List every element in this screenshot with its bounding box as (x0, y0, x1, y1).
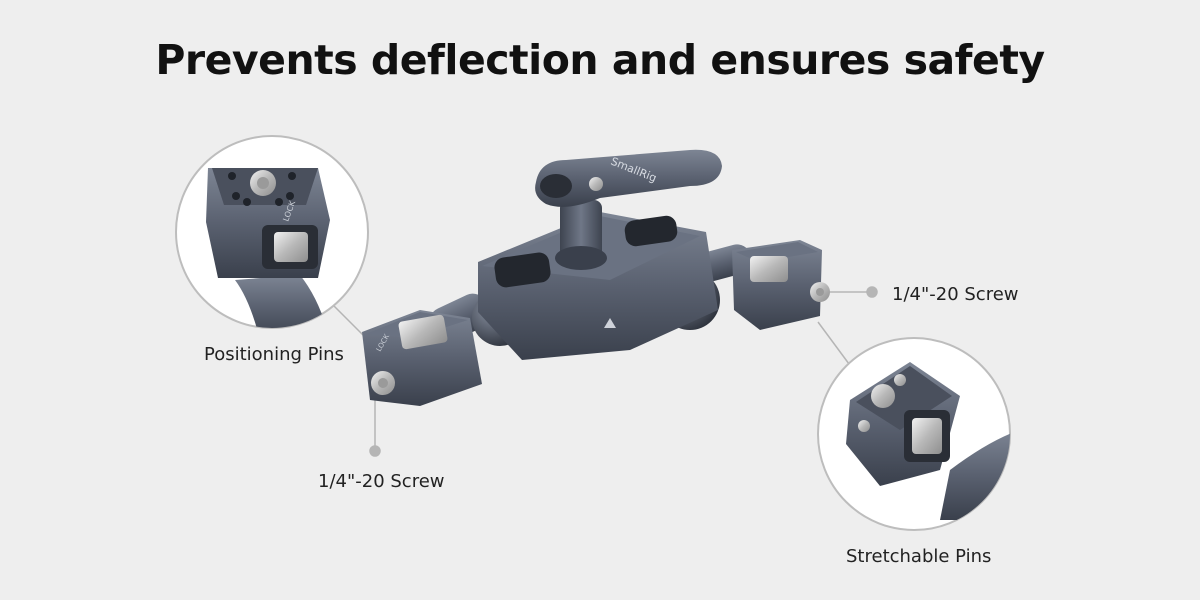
label-positioning-pins: Positioning Pins (204, 344, 344, 365)
label-stretchable-pins: Stretchable Pins (846, 546, 992, 567)
page-headline: Prevents deflection and ensures safety (155, 36, 1045, 84)
stretchable-pins-zoom (817, 337, 1011, 531)
magic-arm: SmallRig LOCK (362, 149, 830, 406)
leader-dot-screw-left (369, 445, 381, 457)
positioning-pins-zoom: LOCK (175, 135, 369, 329)
leader-lines (333, 286, 878, 457)
label-screw-right: 1/4"-20 Screw (892, 284, 1019, 305)
label-screw-left: 1/4"-20 Screw (318, 471, 445, 492)
leader-dot-screw-right (866, 286, 878, 298)
leader-stretchable-pins (817, 321, 853, 369)
